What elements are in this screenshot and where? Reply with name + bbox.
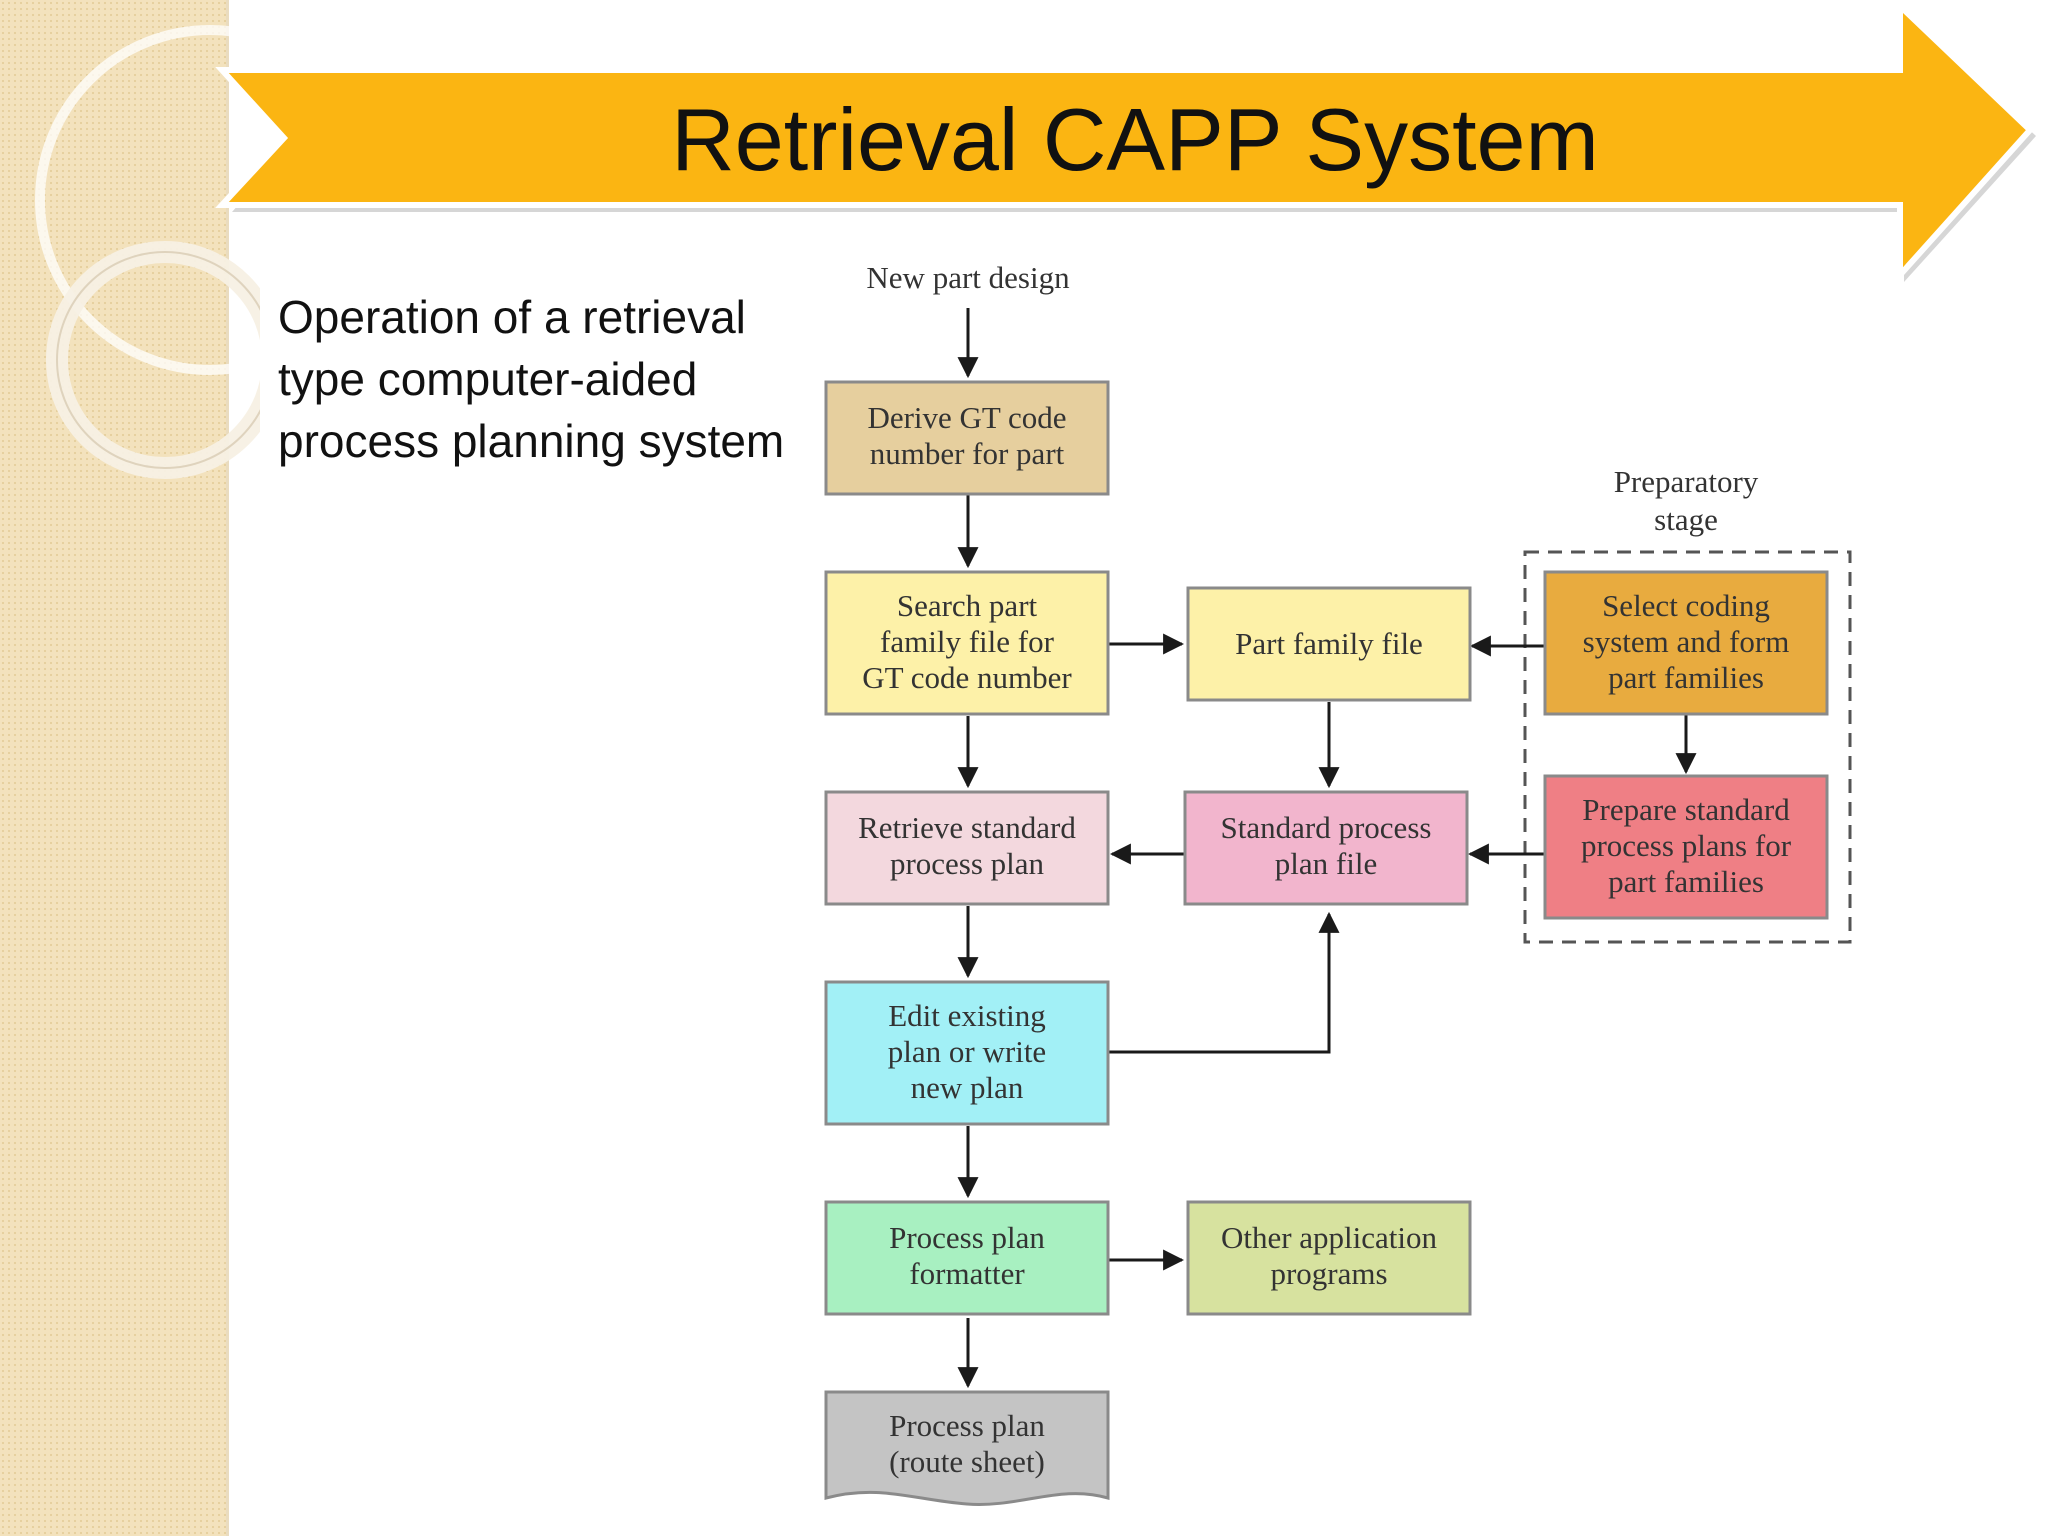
search-part-family-line-1: Search part [897,588,1038,623]
part-family-file-box [1186,586,1472,702]
standard-process-plan-file-line-1: Standard process [1221,810,1432,845]
new-part-design-label: New part design [866,260,1070,295]
select-coding-system-line-1: Select coding [1602,588,1770,623]
other-application-programs-line-1: Other application [1221,1220,1438,1255]
diagram-caption: Operation of a retrieval type computer-a… [278,291,785,467]
derive-gt-code-box [824,380,1110,496]
preparatory-stage-region [1523,550,1852,944]
slide-title: Retrieval CAPP System [671,90,1599,189]
process-plan-formatter-line-1: Process plan [889,1220,1045,1255]
process-plan-route-sheet-document [824,1390,1110,1506]
prepare-standard-plans-line-2: process plans for [1581,828,1792,863]
banner-arrow [215,0,2035,283]
retrieve-standard-plan-line-1: Retrieve standard [858,810,1076,845]
part-family-file-label: Part family file [1235,626,1423,661]
prepare-standard-plans-line-3: part families [1608,864,1764,899]
derive-gt-code-line-2: number for part [870,436,1065,471]
edit-plan-line-2: plan or write [888,1034,1046,1069]
process-plan-formatter-box [824,1200,1110,1316]
search-part-family-line-3: GT code number [862,660,1072,695]
title-banner [215,0,2036,283]
retrieve-standard-plan-line-2: process plan [890,846,1045,881]
search-part-family-box [824,570,1110,716]
select-coding-system-line-3: part families [1608,660,1764,695]
decor-ring-small-edge [56,251,260,469]
preparatory-stage-label-2: stage [1654,502,1718,537]
process-plan-route-sheet-line-2: (route sheet) [889,1444,1045,1479]
decor-ring-large [35,25,260,375]
select-coding-system-line-2: system and form [1583,624,1790,659]
standard-process-plan-file-line-2: plan file [1275,846,1377,881]
prepare-standard-plans-line-1: Prepare standard [1582,792,1790,827]
process-plan-route-sheet-line-1: Process plan [889,1408,1045,1443]
select-coding-system-box [1543,570,1829,716]
search-part-family-line-2: family file for [880,624,1055,659]
edit-plan-line-1: Edit existing [888,998,1046,1033]
retrieve-standard-plan-box [824,790,1110,906]
decorative-rings [35,25,260,479]
derive-gt-code-line-1: Derive GT code [867,400,1066,435]
other-application-programs-box [1186,1200,1472,1316]
standard-process-plan-file-box [1183,790,1469,906]
edit-plan-box [824,980,1110,1126]
edit-plan-line-3: new plan [911,1070,1024,1105]
preparatory-stage-label-1: Preparatory [1614,464,1759,499]
other-application-programs-line-2: programs [1270,1256,1387,1291]
process-plan-formatter-line-2: formatter [909,1256,1025,1291]
arrow-edit-to-standard [1109,911,1340,1054]
prepare-standard-plans-box [1543,774,1829,920]
band-edge [226,0,229,1536]
